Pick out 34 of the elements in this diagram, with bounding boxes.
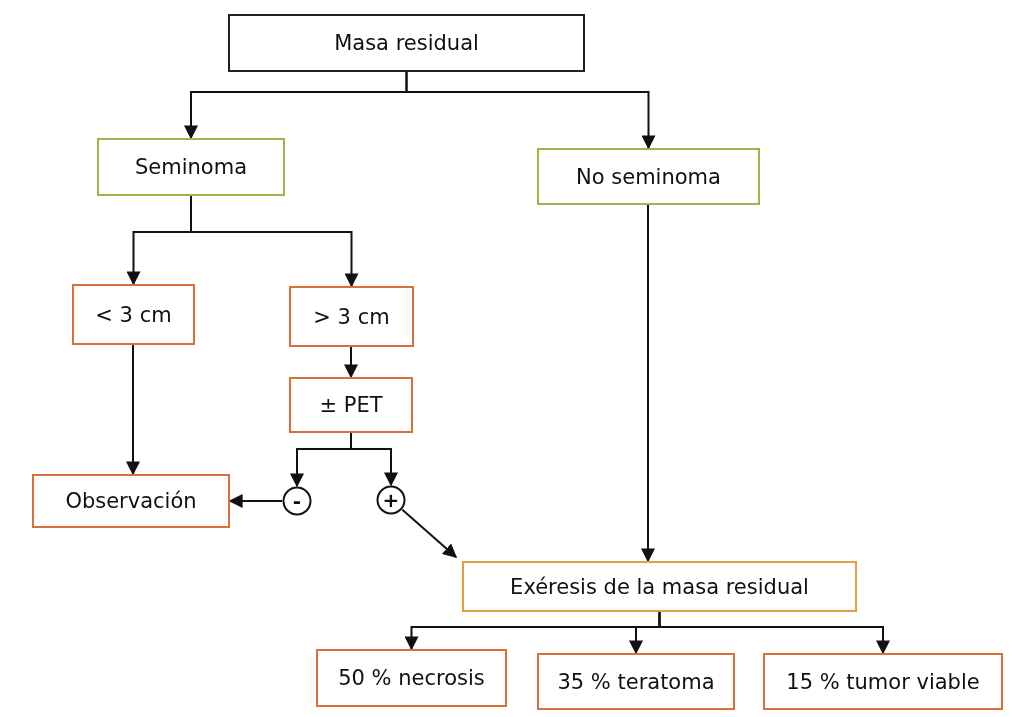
node-label: < 3 cm <box>95 302 172 327</box>
node-label: No seminoma <box>576 164 721 189</box>
arrow <box>401 508 458 558</box>
process-box <box>763 653 1003 710</box>
arrow <box>658 611 890 655</box>
node-label: 35 % teratoma <box>557 669 715 694</box>
node-label: 15 % tumor viable <box>786 669 980 694</box>
process-box <box>462 561 857 612</box>
process-box <box>72 284 195 345</box>
process-box <box>537 653 735 710</box>
arrow <box>405 71 656 150</box>
process-box <box>316 649 507 707</box>
node-label: Masa residual <box>334 31 479 55</box>
sign-label: - <box>292 489 302 513</box>
process-box <box>228 14 585 72</box>
process-box <box>289 286 414 347</box>
arrow <box>350 432 398 487</box>
node-label: Seminoma <box>135 155 247 179</box>
process-box <box>289 377 413 433</box>
arrow <box>190 195 359 288</box>
process-box <box>32 474 230 528</box>
node-label: Observación <box>65 489 197 513</box>
arrow <box>344 346 358 379</box>
node-label: Exéresis de la masa residual <box>510 574 809 599</box>
node-label: 50 % necrosis <box>338 666 485 690</box>
process-box <box>537 148 760 205</box>
sign-label: + <box>382 488 400 512</box>
sign-circle <box>282 486 312 516</box>
arrow <box>126 344 140 476</box>
node-label: > 3 cm <box>313 304 390 329</box>
sign-circle <box>376 485 406 515</box>
node-label: ± PET <box>319 393 383 417</box>
process-box <box>97 138 285 196</box>
arrow <box>641 204 655 563</box>
